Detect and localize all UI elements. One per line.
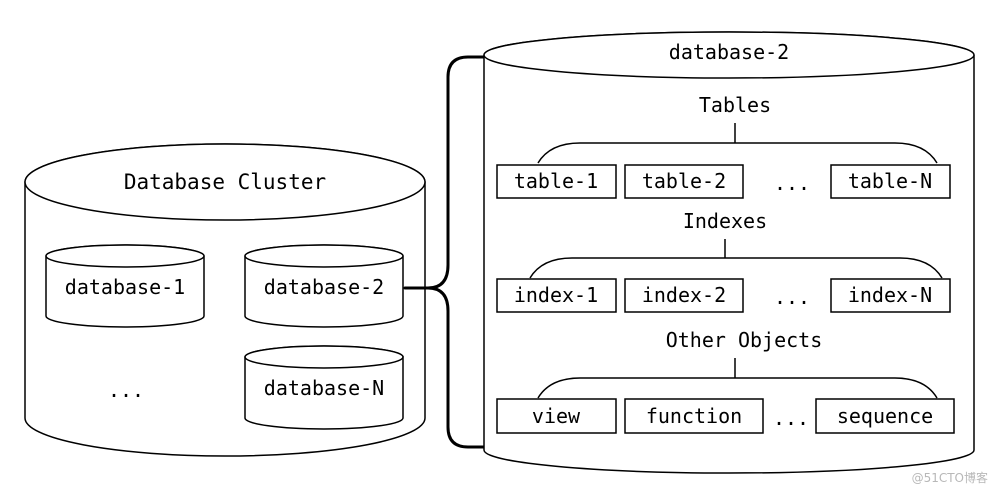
other-objects-group: Other Objects view function ... sequence [496, 328, 955, 434]
table-n-box [830, 164, 951, 199]
database-1-label: database-1 [65, 275, 185, 299]
table-2-box [624, 164, 744, 199]
index-2-label: index-2 [642, 283, 726, 307]
table-1-label: table-1 [514, 169, 598, 193]
function-box [624, 398, 764, 434]
tables-group: Tables table-1 table-2 ... table-N [496, 93, 951, 199]
watermark: @51CTO博客 [912, 470, 988, 485]
database-n-label: database-N [264, 376, 384, 400]
database-n-cylinder: database-N [244, 345, 404, 430]
sequence-box [815, 398, 955, 434]
expand-bracket [403, 55, 486, 449]
table-2-label: table-2 [642, 169, 726, 193]
tables-ellipsis: ... [774, 171, 810, 195]
cluster-ellipsis: ... [108, 378, 144, 402]
other-objects-label: Other Objects [666, 328, 823, 352]
database-2-label: database-2 [264, 275, 384, 299]
database-2-cylinder: database-2 [244, 244, 404, 328]
sequence-label: sequence [837, 404, 933, 428]
function-label: function [646, 404, 742, 428]
indexes-group: Indexes index-1 index-2 ... index-N [496, 209, 951, 313]
database-1-cylinder: database-1 [45, 244, 205, 328]
index-n-label: index-N [848, 283, 932, 307]
index-2-box [624, 278, 744, 313]
indexes-ellipsis: ... [774, 285, 810, 309]
index-n-box [830, 278, 951, 313]
other-objects-ellipsis: ... [773, 406, 809, 430]
view-box [496, 398, 617, 434]
index-1-box [496, 278, 617, 313]
cluster-title: Database Cluster [124, 170, 326, 194]
indexes-label: Indexes [683, 209, 767, 233]
index-1-label: index-1 [514, 283, 598, 307]
table-1-box [496, 164, 617, 199]
detail-title: database-2 [669, 40, 789, 64]
tables-label: Tables [699, 93, 771, 117]
view-label: view [532, 404, 581, 428]
table-n-label: table-N [848, 169, 932, 193]
